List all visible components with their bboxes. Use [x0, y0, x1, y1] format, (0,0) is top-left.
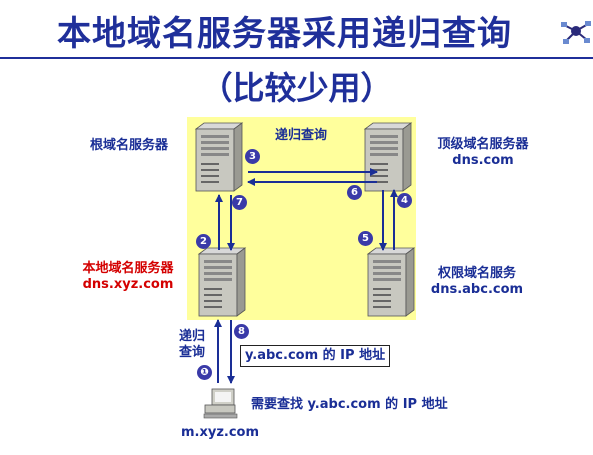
title-divider — [0, 57, 593, 59]
need-lookup-label: 需要查找 y.abc.com 的 IP 地址 — [251, 397, 448, 412]
network-icon — [561, 21, 591, 44]
tld-server-icon — [364, 122, 412, 192]
recursive-query-left-label-2: 查询 — [179, 345, 206, 360]
step-badge-4: 4 — [397, 193, 412, 208]
tld-server-domain: dns.com — [452, 153, 514, 168]
tld-server-label: 顶级域名服务器 — [437, 137, 529, 152]
client-host-label: m.xyz.com — [181, 425, 260, 440]
local-server-label: 本地域名服务器 — [82, 261, 174, 276]
root-server-label: 根域名服务器 — [90, 138, 169, 153]
step-badge-6: 6 — [347, 185, 362, 200]
step-badge-1: ❶ — [197, 365, 212, 380]
authoritative-server-label: 权限域名服务 — [437, 266, 516, 281]
authoritative-server-icon — [367, 247, 415, 317]
step-badge-8: 8 — [234, 324, 249, 339]
step-badge-2: 2 — [196, 234, 211, 249]
step-badge-5: 5 — [358, 231, 373, 246]
step-badge-7: 7 — [232, 195, 247, 210]
authoritative-server-domain: dns.abc.com — [430, 282, 524, 297]
slide-subtitle: （比较少用） — [200, 69, 393, 107]
answer-box: y.abc.com 的 IP 地址 — [240, 345, 391, 367]
local-server-icon — [198, 247, 246, 317]
recursive-query-left-label-1: 递归 — [179, 329, 206, 344]
slide-title: 本地域名服务器采用递归查询 — [57, 14, 512, 54]
step-badge-3: 3 — [245, 149, 260, 164]
recursive-query-top-label: 递归查询 — [275, 128, 328, 143]
computer-icon — [203, 388, 238, 419]
root-server-icon — [195, 122, 243, 192]
local-server-domain: dns.xyz.com — [82, 277, 174, 292]
